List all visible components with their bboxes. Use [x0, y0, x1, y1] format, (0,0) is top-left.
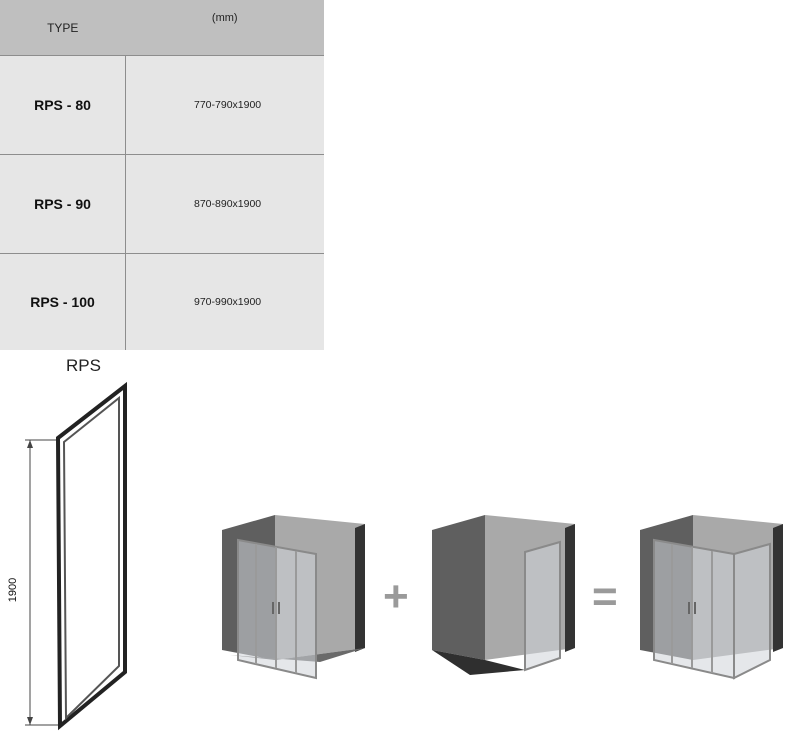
panel-dimension-drawing [25, 381, 127, 731]
table-row: RPS - 80 770-790x1900 [0, 55, 324, 155]
table-row: RPS - 90 870-890x1900 [0, 154, 324, 254]
table-header-row: TYPE (mm) [0, 0, 324, 56]
type-cell: RPS - 80 [0, 55, 126, 155]
arrow-top-icon [27, 440, 33, 448]
height-label: 1900 [7, 577, 19, 603]
dimensions-table: TYPE (mm) RPS - 80 770-790x1900 RPS - 90… [0, 0, 324, 350]
header-type: TYPE [0, 0, 126, 56]
dimension-cell: 870-890x1900 [125, 154, 324, 254]
table-row: RPS - 100 970-990x1900 [0, 253, 324, 350]
header-unit: (mm) [125, 0, 324, 56]
type-cell: RPS - 90 [0, 154, 126, 254]
dimension-cell: 770-790x1900 [125, 55, 324, 155]
combined-enclosure-image [640, 515, 783, 680]
panel-label: RPS [66, 356, 101, 375]
panel-frame-outer [55, 381, 127, 731]
plus-sign: + [383, 572, 409, 621]
sliding-door-enclosure-image [222, 515, 365, 680]
panel-frame-inner [62, 395, 120, 721]
type-cell: RPS - 100 [0, 253, 126, 350]
dimension-cell: 970-990x1900 [125, 253, 324, 350]
side-panel-walls-image [432, 515, 575, 675]
equals-sign: = [592, 572, 618, 621]
arrow-bottom-icon [27, 717, 33, 725]
